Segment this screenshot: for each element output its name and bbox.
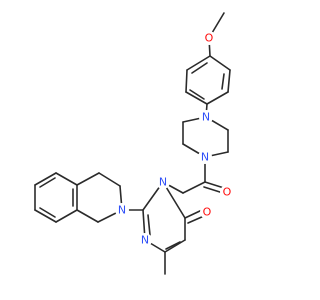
label-n-piperazine-bottom: N (201, 151, 209, 164)
label-n-piperazine-top: N (202, 111, 210, 124)
bond-pyr-co-1 (184, 209, 203, 219)
label-o-methoxy: O (205, 32, 214, 45)
bond-carbonyl-double (204, 181, 225, 189)
atom-n-piperazine-bottom: N (198, 150, 212, 164)
atom-o-carbonyl: O (220, 185, 234, 199)
benzo-ring (34, 172, 78, 223)
bond-pyr-co-2 (187, 215, 205, 224)
atom-o-methoxy: O (202, 31, 216, 45)
atom-o-pyrimidinone: O (200, 205, 214, 219)
molecule-canvas: O N N O N N N (34, 12, 234, 275)
atom-n-pyrimidinone-3: N (156, 175, 170, 189)
structure-drawing: O N N O N N N (34, 12, 234, 275)
tetrahydroisoquinoline-ring (76, 172, 123, 223)
atom-n-isoquinoline: N (115, 203, 129, 217)
methoxyphenyl-ring (185, 55, 231, 105)
atom-n-pyrimidinone-1: N (138, 233, 152, 247)
label-n-pyrimidinone-3: N (159, 176, 167, 189)
atom-labels: O N N O N N N (115, 31, 234, 247)
bonds (34, 12, 231, 275)
label-o-pyrimidinone: O (203, 206, 212, 219)
label-n-isoquinoline: N (118, 204, 126, 217)
label-o-carbonyl: O (223, 186, 232, 199)
label-n-pyrimidinone-1: N (141, 234, 149, 247)
bond-carbonyl-ch2 (182, 181, 206, 194)
pyrimidinone-ring (142, 181, 186, 253)
atom-n-piperazine-top: N (199, 110, 213, 124)
